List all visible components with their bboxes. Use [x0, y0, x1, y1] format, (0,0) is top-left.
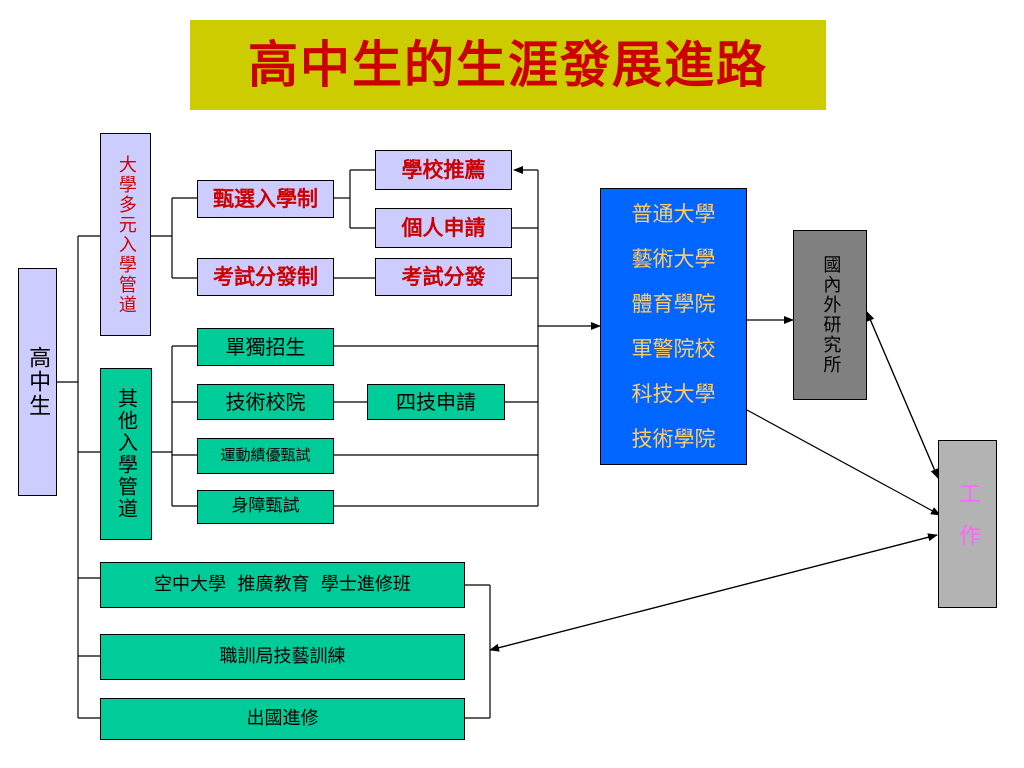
sports-exam-box: 運動績優甄試 [197, 438, 334, 474]
student-box: 高中生 [18, 268, 57, 496]
open-university-box: 空中大學 推廣教育 學士進修班 [100, 562, 465, 608]
personal-apply-box: 個人申請 [375, 208, 512, 248]
vocational-training-box: 職訓局技藝訓練 [100, 634, 465, 680]
work-box: 工作 [938, 440, 997, 608]
institution-item: 體育學院 [631, 291, 716, 316]
page-title: 高中生的生涯發展進路 [190, 20, 826, 110]
tech-college-box: 技術校院 [197, 384, 334, 420]
institution-item: 普通大學 [631, 201, 716, 226]
graduate-school-box: 國內外研究所 [793, 230, 867, 400]
institution-item: 技術學院 [631, 427, 716, 452]
four-year-tech-box: 四技申請 [367, 384, 505, 420]
institution-item: 藝術大學 [631, 246, 716, 271]
other-admission-box: 其他入學管道 [100, 368, 152, 540]
institutions-box: 普通大學 藝術大學 體育學院 軍警院校 科技大學 技術學院 [600, 188, 747, 465]
exam-system-box: 考試分發制 [197, 258, 334, 296]
exam-assign-box: 考試分發 [375, 258, 512, 296]
school-recommend-box: 學校推薦 [375, 150, 512, 190]
study-abroad-box: 出國進修 [100, 698, 465, 740]
institution-item: 科技大學 [631, 382, 716, 407]
multi-admission-box: 大學多元入學管道 [100, 133, 151, 336]
independent-enroll-box: 單獨招生 [197, 328, 334, 366]
disability-exam-box: 身障甄試 [197, 490, 334, 524]
institution-item: 軍警院校 [631, 336, 716, 361]
selection-system-box: 甄選入學制 [197, 180, 334, 218]
